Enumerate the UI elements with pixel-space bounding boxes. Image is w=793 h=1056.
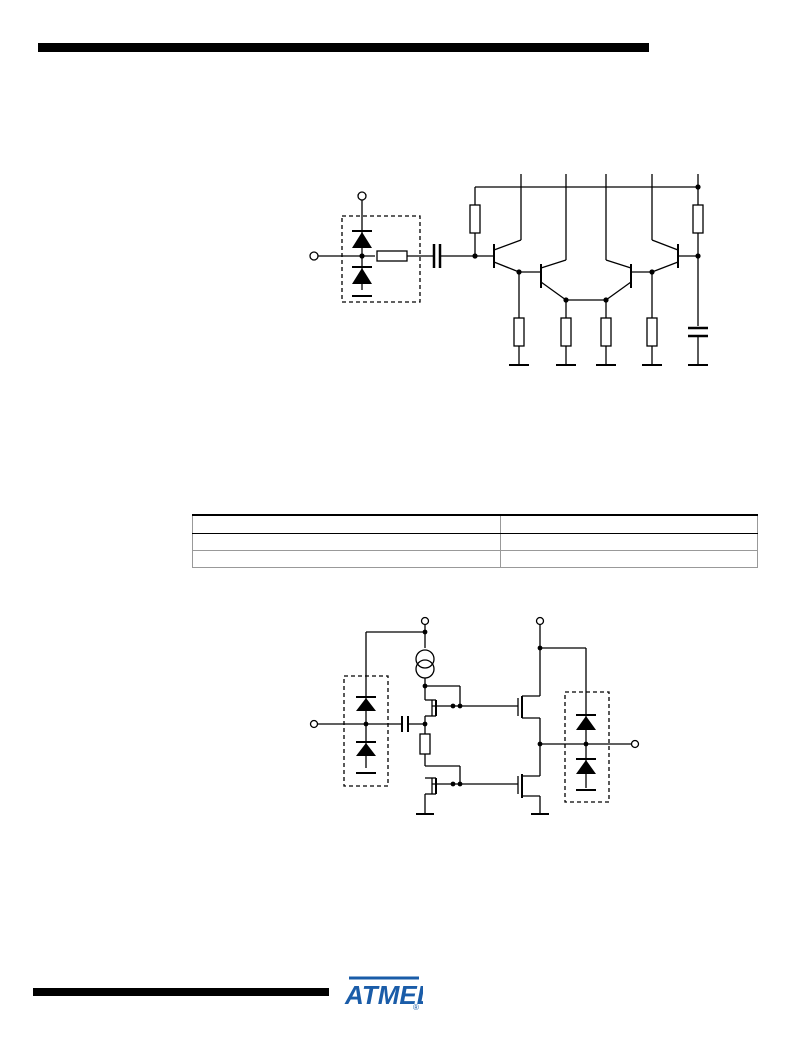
- atmel-logo: ATMEL ®: [344, 976, 423, 1012]
- table-cell: [192, 533, 501, 551]
- table-row: [192, 533, 758, 551]
- table-row: [192, 550, 758, 568]
- table-header-row: [192, 514, 758, 534]
- logo-wordmark: ATMEL: [344, 980, 423, 1010]
- header-bar: [38, 43, 649, 52]
- footer-bar: [33, 988, 329, 996]
- data-table: [192, 514, 758, 568]
- table-cell: [500, 533, 758, 551]
- schematic-bipolar-stage: [309, 174, 708, 366]
- table-cell: [500, 550, 758, 568]
- table-cell: [500, 514, 758, 534]
- table-cell: [192, 514, 501, 534]
- schematic-mos-stage: [309, 616, 640, 815]
- table-cell: [192, 550, 501, 568]
- registered-mark: ®: [413, 1003, 419, 1012]
